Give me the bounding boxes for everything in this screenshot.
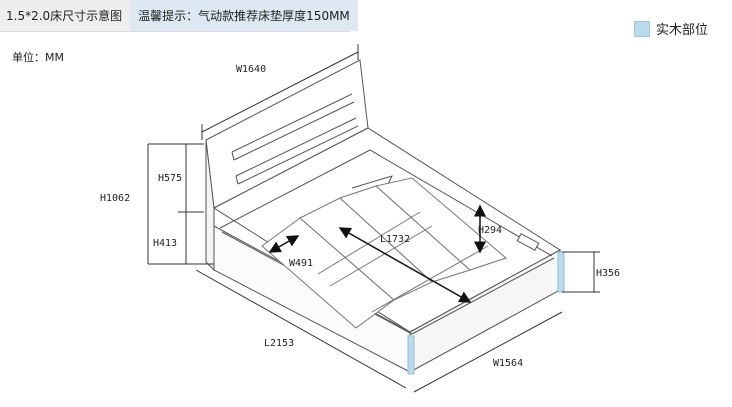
solid-wood-posts bbox=[407, 251, 565, 375]
unit-label: 单位：MM bbox=[12, 51, 64, 64]
diagram-title: 1.5*2.0床尺寸示意图 bbox=[6, 9, 123, 23]
dim-frame-height: H413 bbox=[153, 238, 177, 249]
dim-foot-height: H356 bbox=[596, 268, 620, 279]
header-bar: 1.5*2.0床尺寸示意图 温馨提示：气动款推荐床垫厚度150MM bbox=[0, 0, 358, 32]
mattress-tip: 温馨提示：气动款推荐床垫厚度150MM bbox=[130, 0, 358, 31]
dim-frame-width: W491 bbox=[289, 258, 313, 269]
dim-headboard-width: W1640 bbox=[236, 64, 266, 75]
dim-total-height: H1062 bbox=[100, 193, 130, 204]
dim-frame-depth: H294 bbox=[478, 225, 502, 236]
right-corner-post bbox=[557, 251, 565, 293]
front-corner-post bbox=[407, 335, 415, 375]
legend-label: 实木部位 bbox=[656, 23, 709, 38]
dim-slat-length: L1732 bbox=[380, 234, 410, 245]
dimension-lines bbox=[147, 44, 600, 393]
solid-wood-swatch bbox=[634, 20, 650, 37]
dim-headboard-height: H575 bbox=[158, 173, 182, 184]
dim-foot-width: W1564 bbox=[493, 358, 523, 369]
legend: 实木部位 bbox=[634, 19, 708, 38]
dim-total-length: L2153 bbox=[264, 338, 294, 349]
